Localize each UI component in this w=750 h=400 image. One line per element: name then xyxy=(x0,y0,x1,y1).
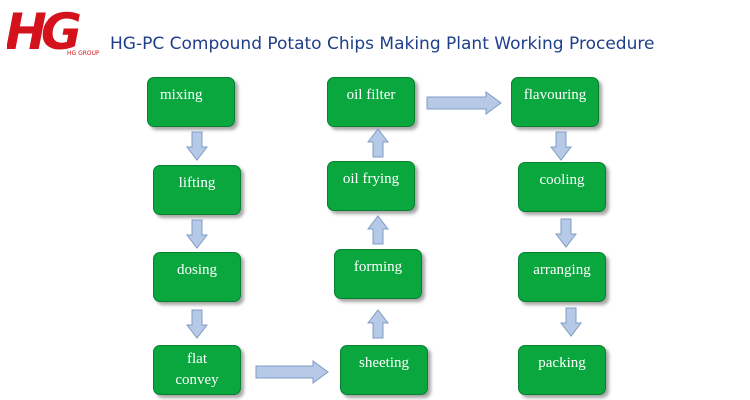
step-packing: packing xyxy=(518,345,606,395)
step-flat-convey: flat convey xyxy=(153,345,241,395)
svg-text:HG GROUP: HG GROUP xyxy=(67,50,99,57)
arrow-down-cooling-arranging xyxy=(555,218,577,248)
arrow-right-flat-convey-sheeting xyxy=(255,360,329,384)
step-lifting: lifting xyxy=(153,165,241,215)
arrow-down-arranging-packing xyxy=(560,307,582,337)
svg-text:HG: HG xyxy=(7,5,80,57)
arrow-down-lifting-dosing xyxy=(186,219,208,249)
arrow-down-flavouring-cooling xyxy=(550,131,572,161)
arrow-up-forming-oil-frying xyxy=(367,215,389,245)
hg-logo-graphic: HG HG GROUP xyxy=(5,3,100,61)
step-sheeting: sheeting xyxy=(340,345,428,395)
step-mixing: mixing xyxy=(147,77,235,127)
arrow-down-mixing-lifting xyxy=(186,131,208,161)
arrow-up-sheeting-forming xyxy=(367,309,389,339)
step-forming: forming xyxy=(334,249,422,299)
step-oil-filter: oil filter xyxy=(327,77,415,127)
page-title: HG-PC Compound Potato Chips Making Plant… xyxy=(110,34,655,54)
arrow-down-dosing-flat-convey xyxy=(186,309,208,339)
step-cooling: cooling xyxy=(518,162,606,212)
arrow-right-oil-filter-flavouring xyxy=(426,91,502,115)
step-flavouring: flavouring xyxy=(511,77,599,127)
arrow-up-oil-frying-oil-filter xyxy=(367,128,389,158)
step-dosing: dosing xyxy=(153,252,241,302)
company-logo: HG HG GROUP xyxy=(5,3,100,61)
step-arranging: arranging xyxy=(518,252,606,302)
step-oil-frying: oil frying xyxy=(327,161,415,211)
